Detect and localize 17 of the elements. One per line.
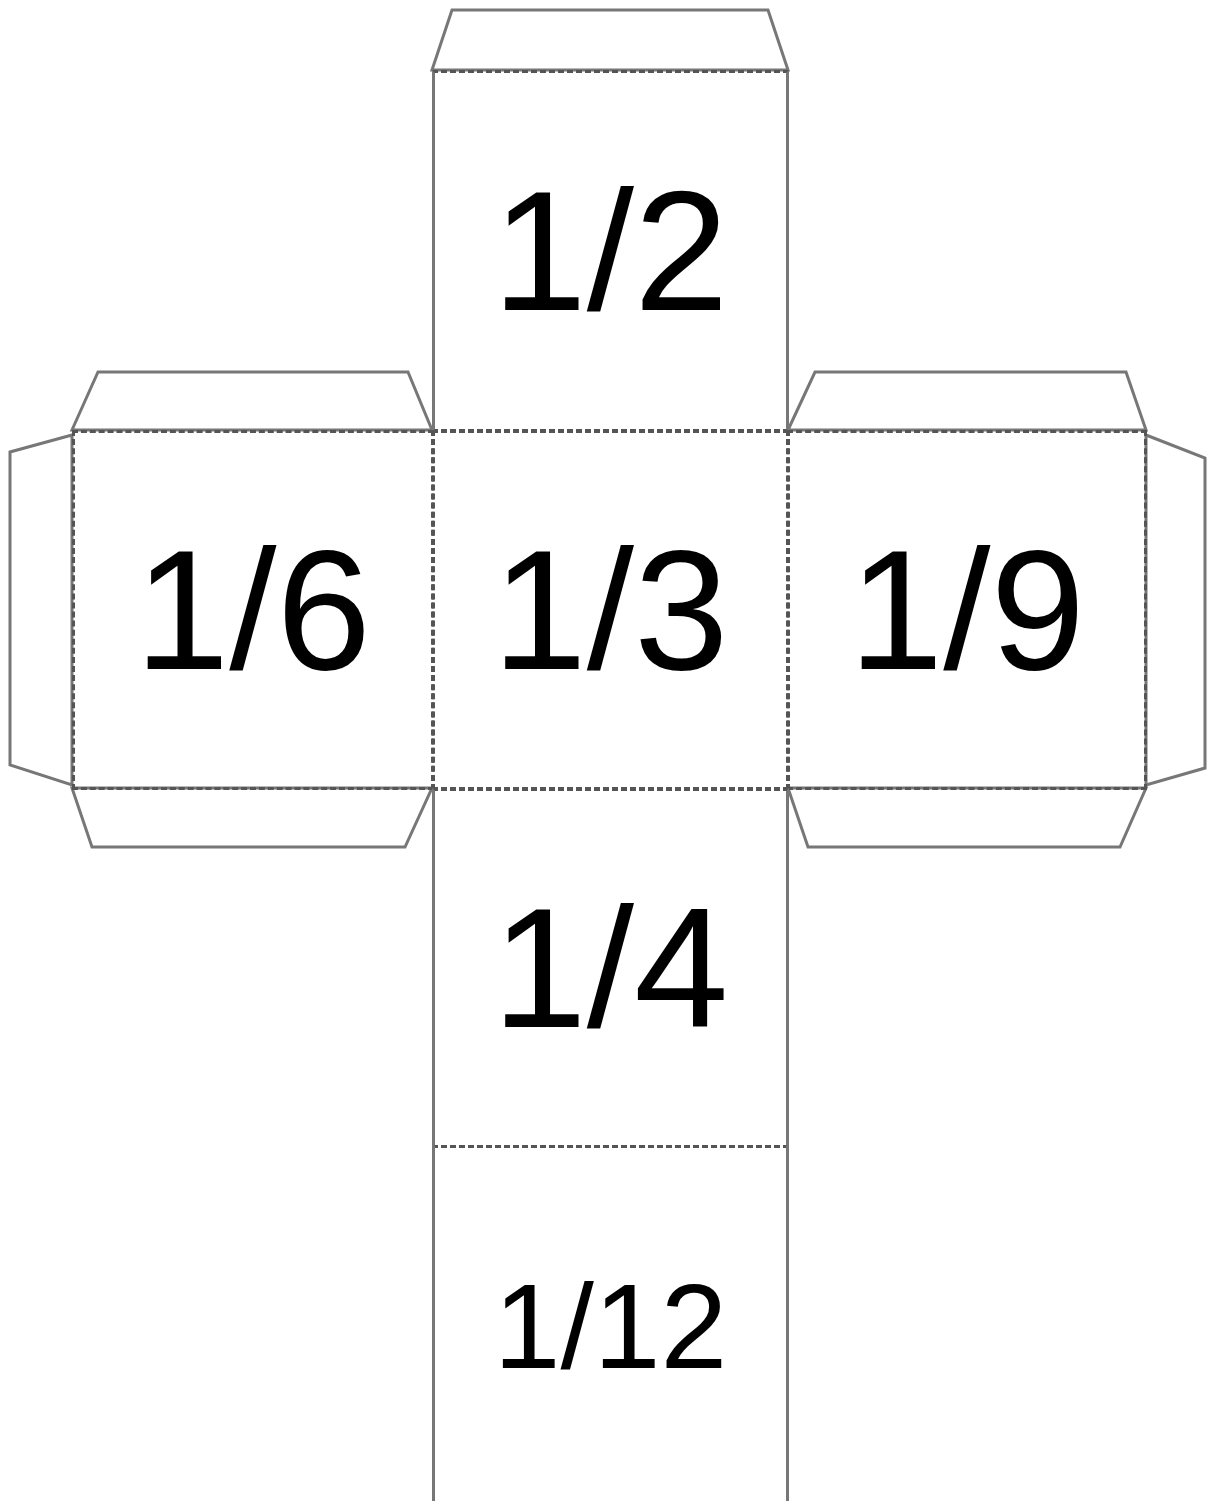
cube-face (432, 1146, 789, 1501)
glue-tab (8, 433, 74, 788)
glue-tab (429, 8, 791, 72)
fraction-label: 1/3 (492, 525, 729, 695)
fraction-label: 1/2 (492, 166, 729, 336)
fraction-label: 1/4 (492, 883, 729, 1053)
cube-face (432, 788, 789, 1148)
fraction-label: 1/6 (134, 525, 372, 695)
fraction-label: 1/12 (493, 1266, 728, 1386)
cube-face (432, 430, 789, 790)
glue-tab (69, 786, 435, 849)
cube-face (787, 430, 1147, 790)
cube-face (432, 70, 789, 432)
cube-face (72, 430, 434, 790)
fraction-label: 1/9 (848, 525, 1086, 695)
glue-tab (1144, 432, 1207, 787)
glue-tab (69, 370, 435, 432)
